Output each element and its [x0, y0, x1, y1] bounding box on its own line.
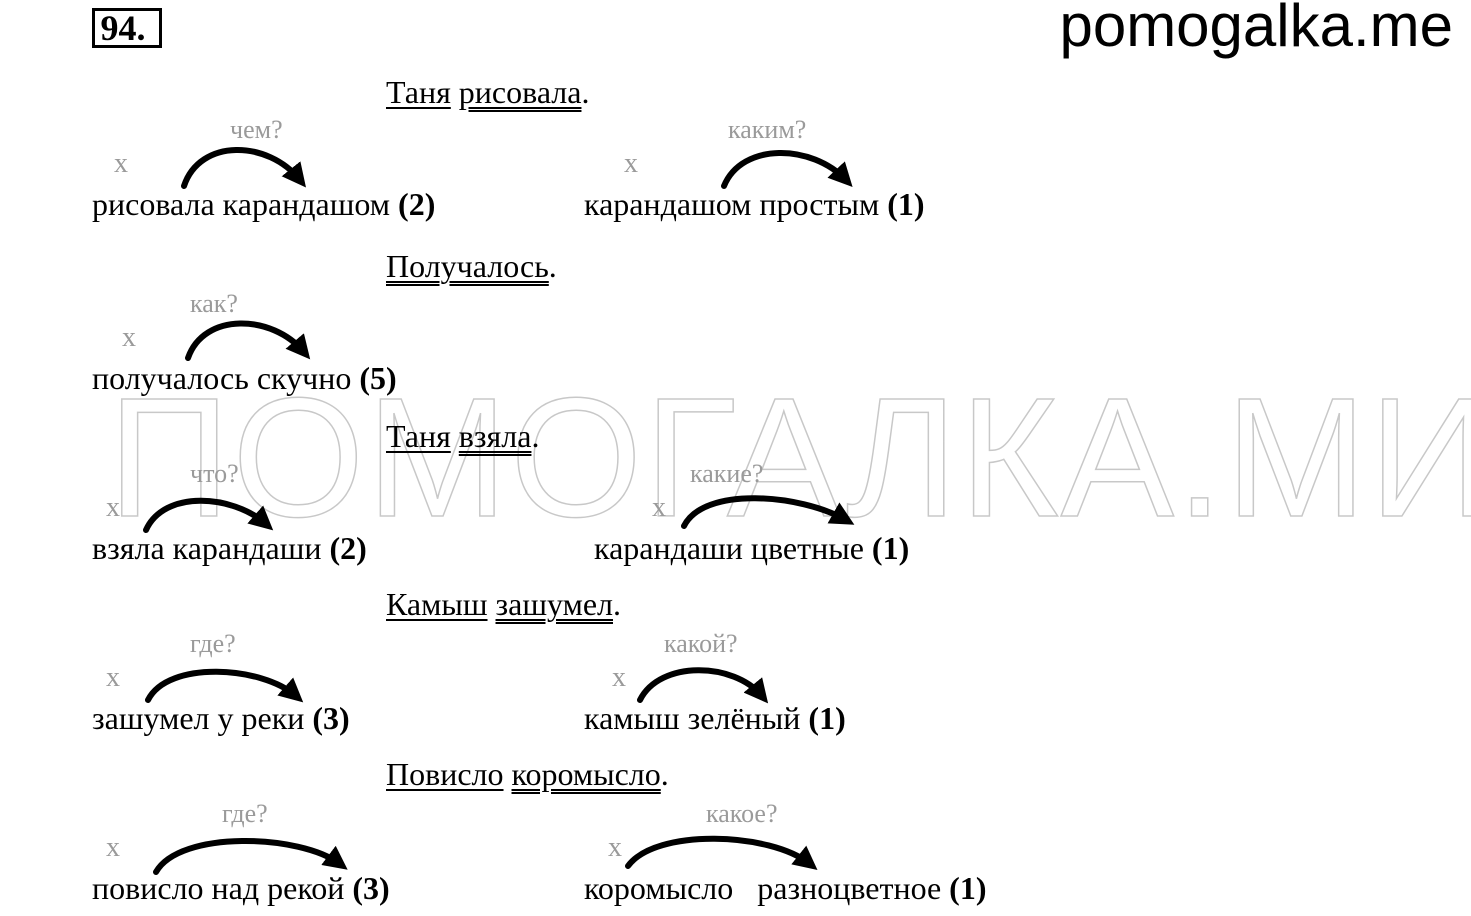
phrase: взяла карандаши (2) [92, 530, 367, 566]
question-label: чем? [230, 115, 283, 144]
site-logo: pomogalka.me [1059, 0, 1453, 59]
sentence-dot: . [531, 418, 540, 454]
dependency-arrow [625, 835, 818, 870]
x-mark: x [122, 322, 136, 353]
sentence-5: Повисло коромысло. [386, 756, 669, 792]
x-mark: x [106, 662, 120, 693]
x-mark: x [106, 832, 120, 863]
question-label: какие? [690, 459, 764, 488]
phrase-number: (1) [808, 700, 846, 736]
x-mark: x [608, 832, 622, 863]
dependency-arrow [145, 668, 304, 703]
phrase: повисло над рекой (3) [92, 870, 390, 906]
phrase-number: (1) [949, 870, 987, 906]
dependency-arrow [181, 147, 307, 189]
sentence-dot: . [581, 74, 590, 110]
sentence-2: Получалось. [386, 248, 557, 284]
dependency-arrow [185, 320, 311, 361]
phrase-text: взяла карандаши [92, 530, 322, 566]
phrase-number: (2) [398, 186, 436, 222]
phrase-number: (5) [359, 360, 397, 396]
phrase-text: получалось скучно [92, 360, 352, 396]
question-label: какое? [706, 799, 778, 828]
phrase-text: камыш зелёный [584, 700, 801, 736]
sentence-dot: . [613, 586, 621, 622]
x-mark: x [106, 492, 120, 523]
sentence-4: Камыш зашумел. [386, 586, 621, 622]
phrase: коромысло разноцветное (1) [584, 870, 986, 906]
question-label: какой? [664, 629, 738, 658]
predicate: зашумел [495, 586, 613, 622]
phrase-text: карандаши цветные [594, 530, 864, 566]
subject: Камыш [386, 586, 488, 622]
dependency-arrow [721, 150, 853, 189]
dependency-arrow [637, 667, 769, 704]
phrase-number: (3) [352, 870, 390, 906]
phrase-number: (3) [312, 700, 350, 736]
phrase-number: (1) [887, 186, 925, 222]
x-mark: x [114, 148, 128, 179]
phrase: карандашом простым (1) [584, 186, 925, 222]
watermark: ПОМОГАЛКА.МИ [107, 363, 1471, 553]
phrase-text: повисло над рекой [92, 870, 345, 906]
sentence-dot: . [660, 756, 669, 792]
dependency-arrow [681, 495, 855, 529]
dependency-arrow [143, 497, 274, 533]
phrase: карандаши цветные (1) [594, 530, 909, 566]
predicate: коромысло [511, 756, 661, 792]
subject: Повисло [386, 756, 504, 792]
phrase: камыш зелёный (1) [584, 700, 846, 736]
phrase-number: (2) [329, 530, 367, 566]
question-label: как? [190, 289, 238, 318]
x-mark: x [652, 492, 666, 523]
sentence-1: Таня рисовала. [386, 74, 589, 110]
subject: Таня [386, 418, 451, 454]
predicate: рисовала [458, 74, 582, 110]
phrase-text: карандашом простым [584, 186, 880, 222]
phrase: получалось скучно (5) [92, 360, 397, 396]
x-mark: x [612, 662, 626, 693]
phrase-number: (1) [871, 530, 910, 566]
question-label: где? [190, 629, 236, 658]
x-mark: x [624, 148, 638, 179]
sentence-dot: . [548, 248, 557, 284]
question-label: каким? [728, 115, 807, 144]
sentence-3: Таня взяла. [386, 418, 539, 454]
question-label: где? [222, 799, 268, 828]
predicate: взяла [458, 418, 532, 454]
exercise-number: 94. [92, 8, 162, 48]
dependency-arrow [153, 838, 348, 875]
predicate: Получалось [386, 248, 549, 284]
phrase-text: зашумел у реки [92, 700, 305, 736]
phrase: рисовала карандашом (2) [92, 186, 435, 222]
phrase: зашумел у реки (3) [92, 700, 350, 736]
phrase-text: коромысло разноцветное [584, 870, 942, 906]
question-label: что? [190, 459, 239, 488]
phrase-text: рисовала карандашом [92, 186, 391, 222]
subject: Таня [386, 74, 451, 110]
